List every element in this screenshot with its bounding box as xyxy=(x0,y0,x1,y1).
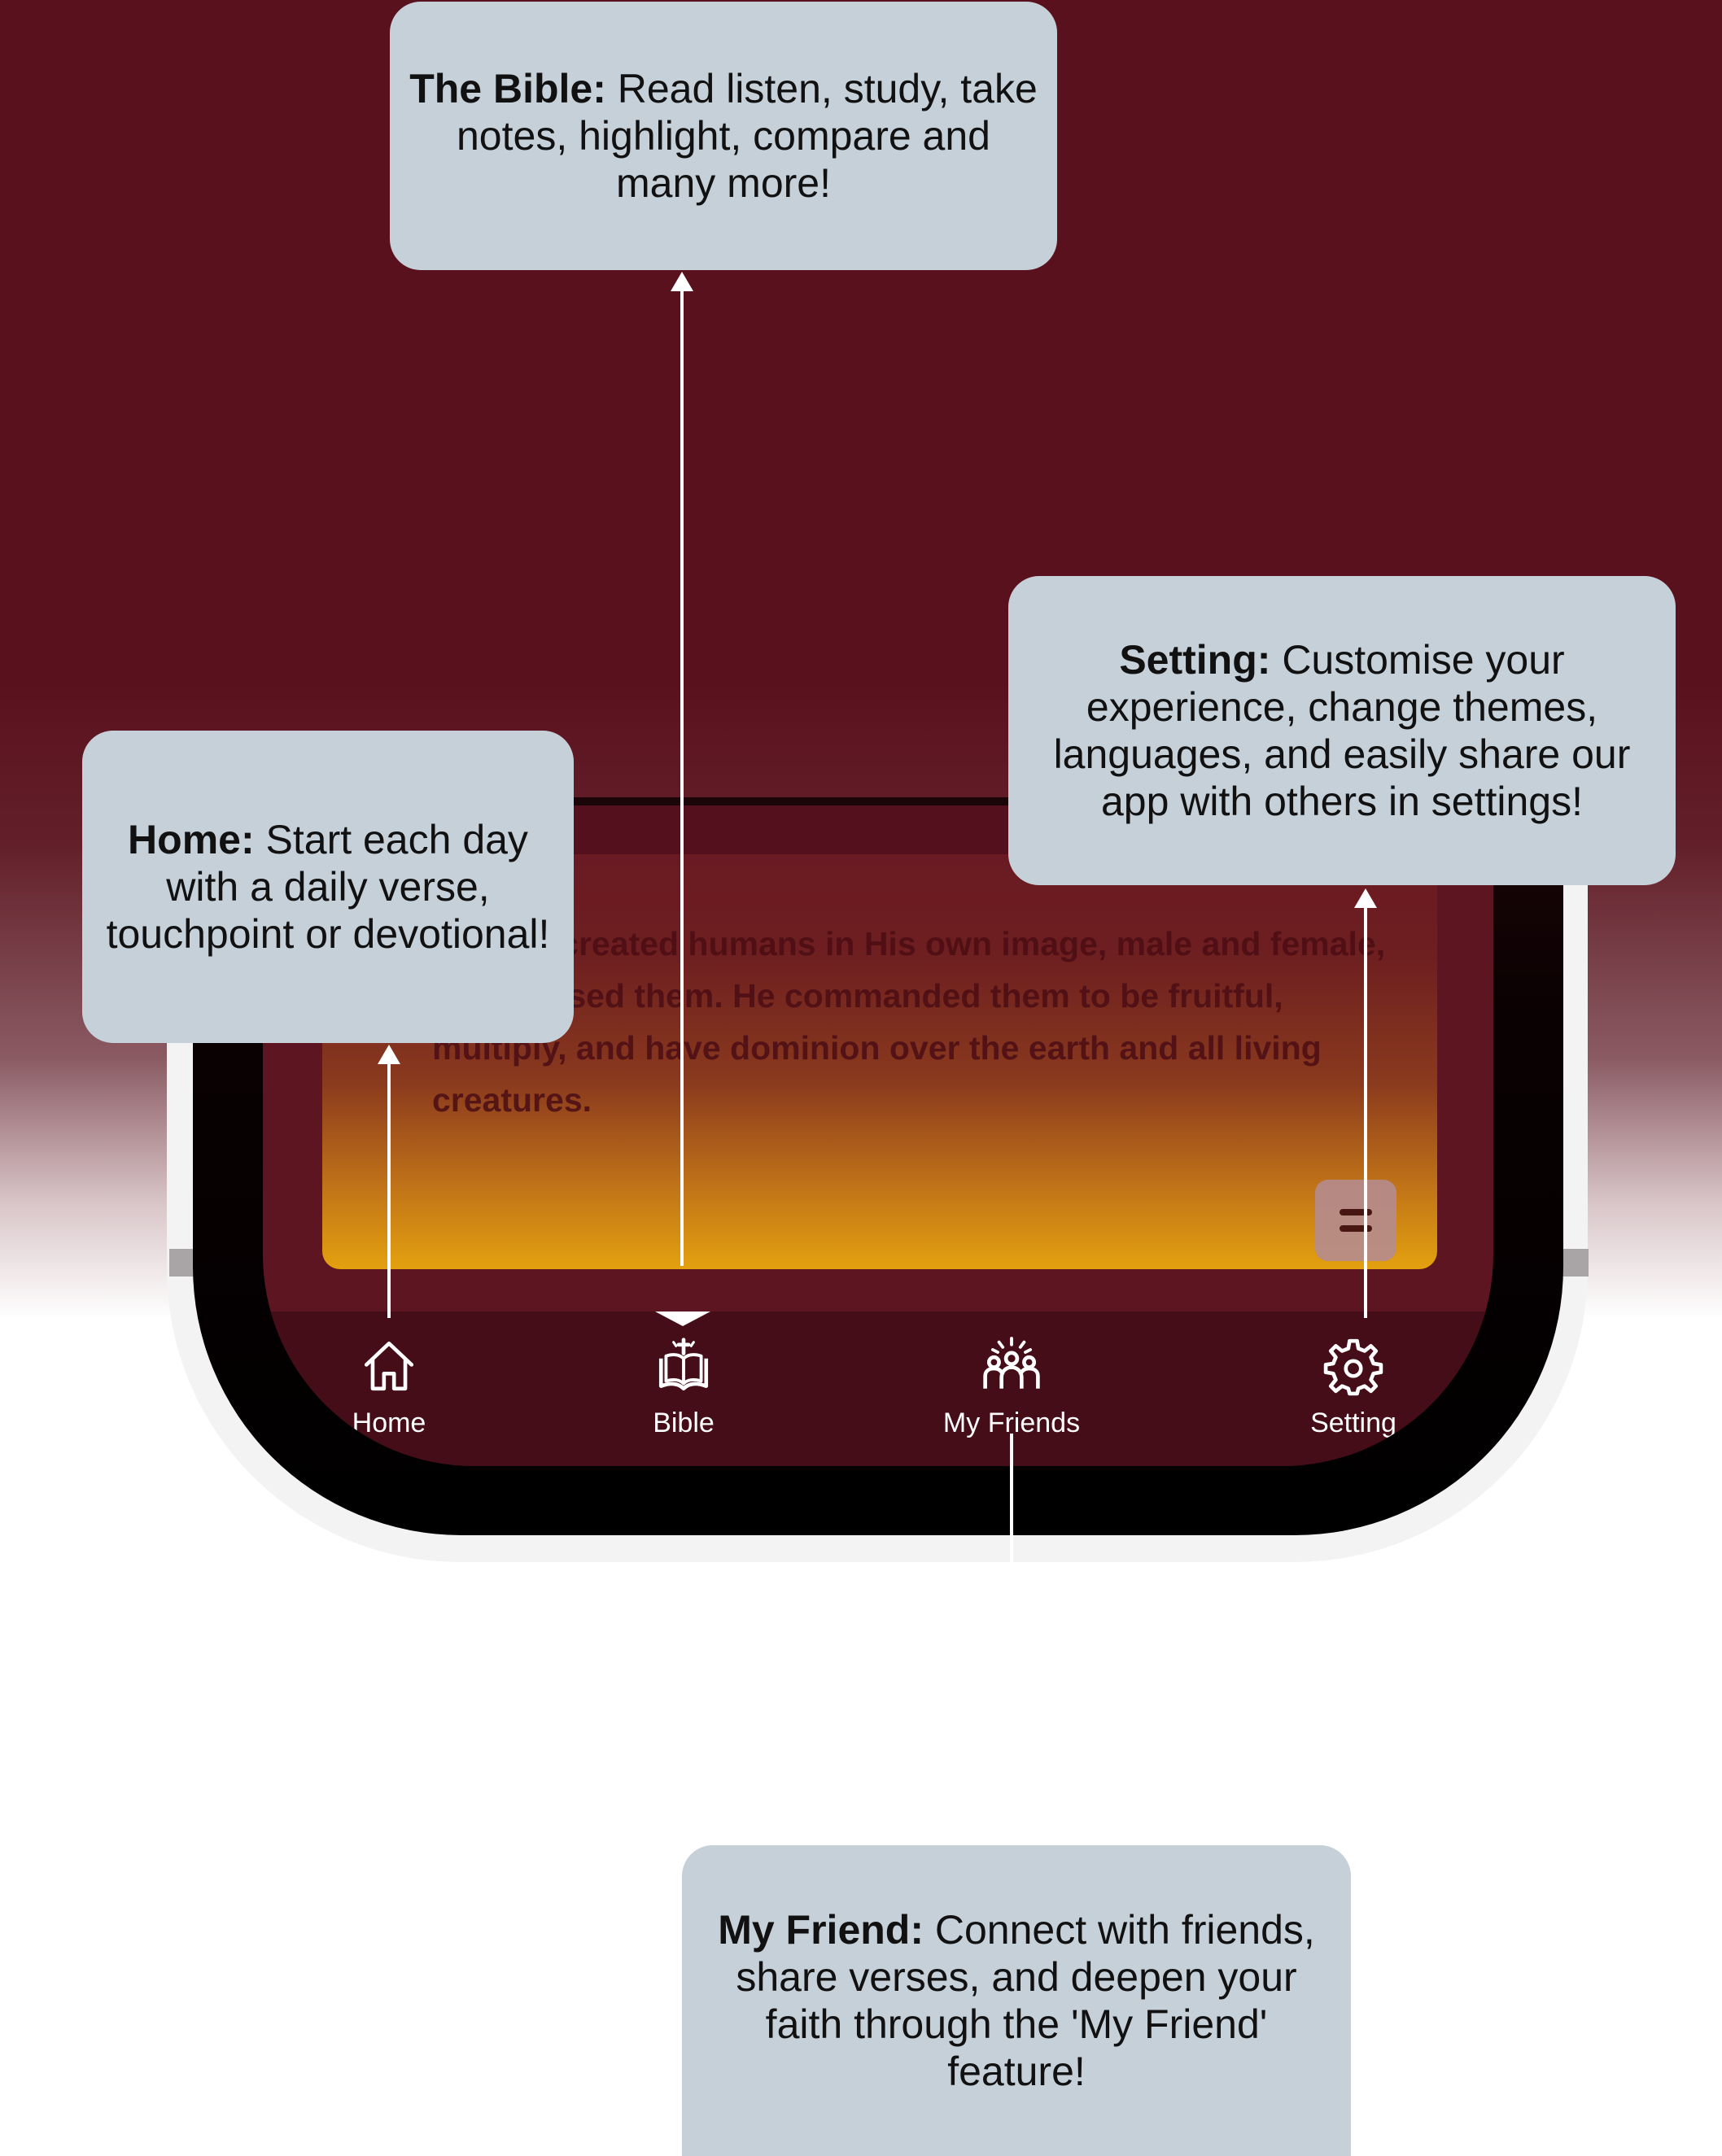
gear-icon xyxy=(1323,1338,1383,1396)
nav-label-bible: Bible xyxy=(653,1408,715,1438)
home-arrow-head xyxy=(378,1045,400,1064)
bible-arrow-head xyxy=(671,272,693,291)
callout-bible-title: The Bible: xyxy=(409,66,606,111)
callout-setting-body: Customise your experience, change themes… xyxy=(1053,637,1631,824)
callout-setting: Setting: Customise your experience, chan… xyxy=(1008,576,1676,885)
callout-friend-body: Connect with friends, share verses, and … xyxy=(736,1907,1315,2094)
setting-arrow-line xyxy=(1364,903,1367,1318)
callout-home-title: Home: xyxy=(128,817,255,862)
callout-setting-title: Setting: xyxy=(1119,637,1271,683)
friends-icon xyxy=(983,1337,1040,1389)
card-menu-button[interactable] xyxy=(1315,1180,1396,1261)
bible-arrow-line xyxy=(680,286,684,1266)
nav-label-my-friends: My Friends xyxy=(942,1408,1081,1438)
callout-friend-title: My Friend: xyxy=(718,1907,924,1953)
callout-home-body: Start each day with a daily verse, touch… xyxy=(106,817,550,957)
bible-icon xyxy=(658,1338,709,1391)
friend-arrow-line xyxy=(1010,1434,1013,1562)
callout-bible-body: Read listen, study, take notes, highligh… xyxy=(457,66,1038,206)
nav-item-setting[interactable]: Setting xyxy=(1252,1311,1455,1466)
bottom-nav-bar: Home Bible My Friends xyxy=(263,1311,1493,1466)
callout-my-friend: My Friend: Connect with friends, share v… xyxy=(682,1845,1351,2156)
nav-item-my-friends[interactable]: My Friends xyxy=(910,1311,1113,1466)
setting-arrow-head xyxy=(1354,888,1377,908)
menu-bar-icon xyxy=(1340,1209,1372,1215)
callout-bible: The Bible: Read listen, study, take note… xyxy=(390,2,1057,270)
nav-label-home: Home xyxy=(352,1408,426,1438)
active-tab-indicator xyxy=(655,1311,710,1326)
menu-bar-icon xyxy=(1340,1225,1372,1232)
home-icon xyxy=(364,1341,414,1391)
nav-label-setting: Setting xyxy=(1310,1408,1396,1438)
nav-item-home[interactable]: Home xyxy=(287,1311,491,1466)
nav-item-bible[interactable]: Bible xyxy=(582,1311,785,1466)
home-arrow-line xyxy=(387,1059,391,1318)
verse-text: So God created humans in His own image, … xyxy=(432,925,1386,1119)
phone-side-button-right xyxy=(1559,1249,1589,1277)
callout-home: Home: Start each day with a daily verse,… xyxy=(82,731,574,1043)
